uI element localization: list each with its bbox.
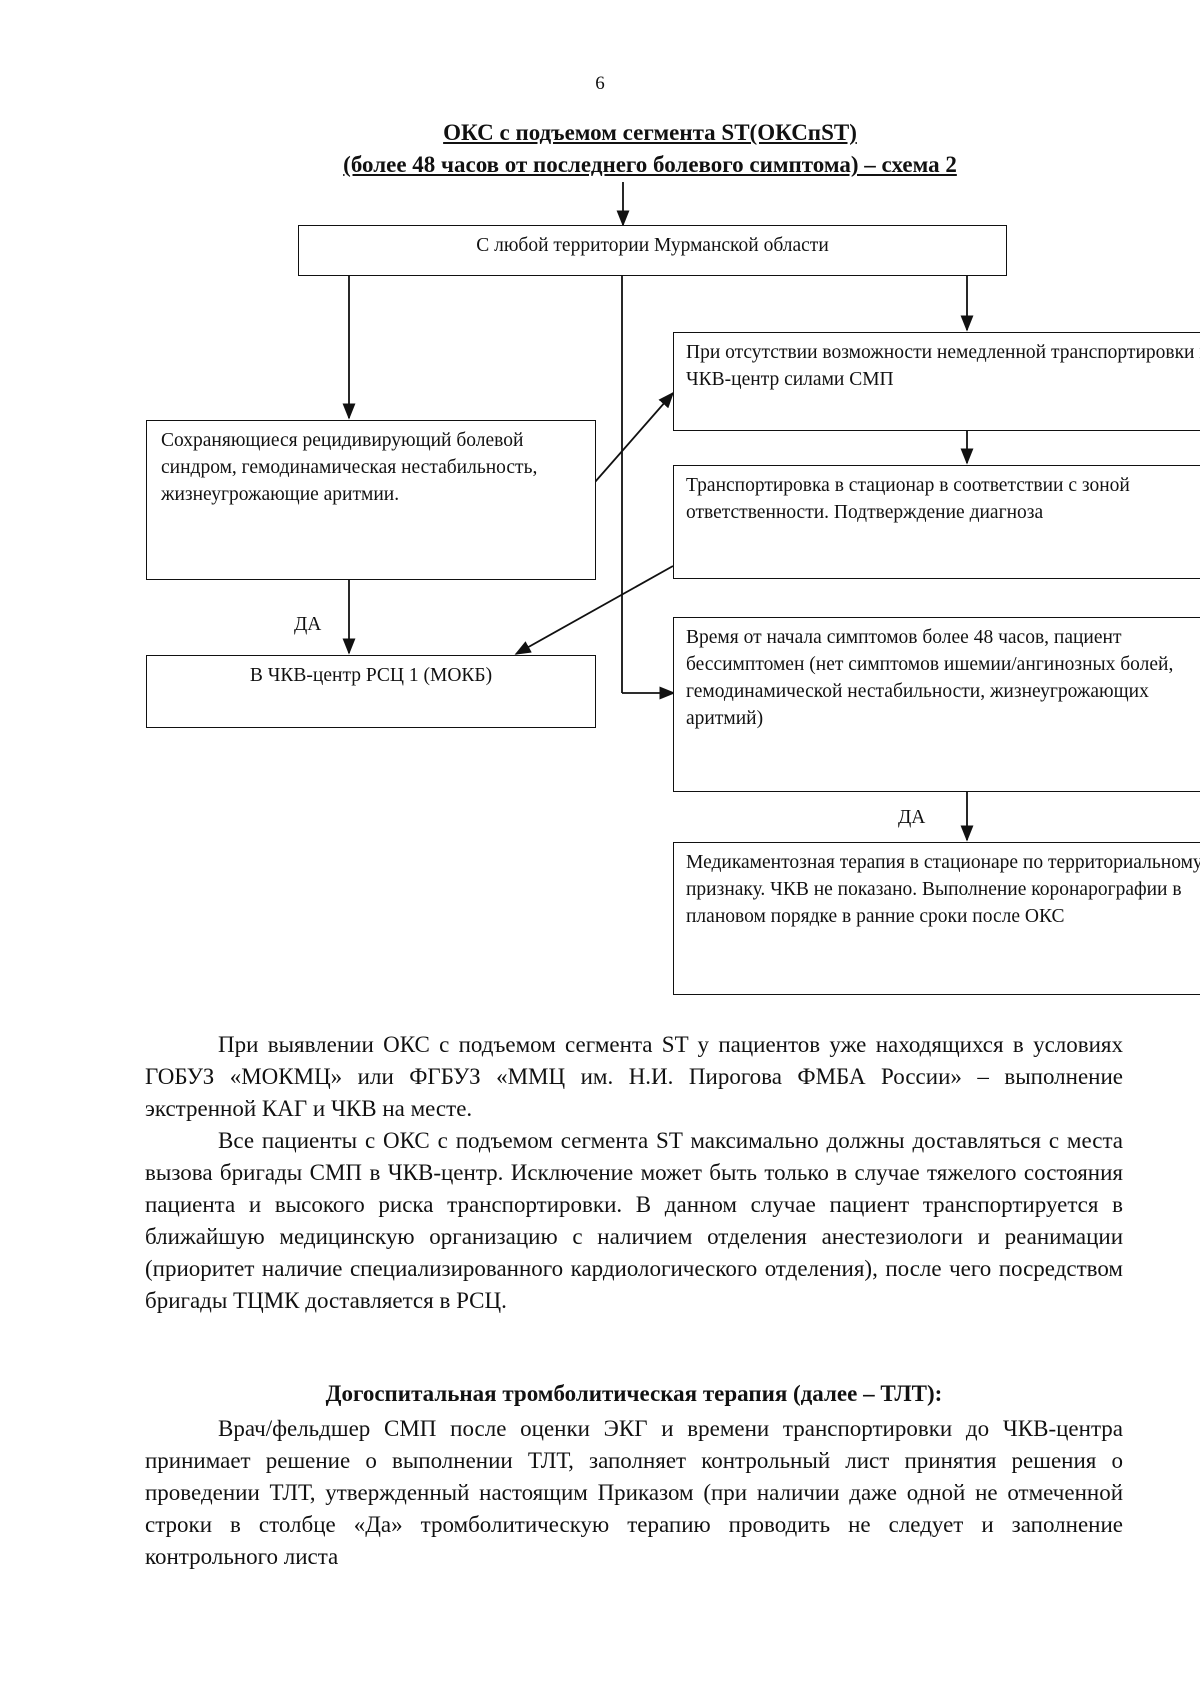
paragraph-1: При выявлении ОКС с подъемом сегмента ST… bbox=[145, 1032, 1123, 1121]
paragraph-2: Все пациенты с ОКС с подъемом сегмента S… bbox=[145, 1128, 1123, 1313]
box-any-territory: С любой территории Мурманской области bbox=[298, 225, 1007, 276]
section-paragraph: Врач/фельдшер СМП после оценки ЭКГ и вре… bbox=[145, 1416, 1123, 1569]
arrow-persisting-to-no-transport bbox=[594, 391, 675, 483]
box-transport-to-hospital: Транспортировка в стационар в соответств… bbox=[673, 465, 1200, 579]
box-pci-center: В ЧКВ-центр РСЦ 1 (МОКБ) bbox=[146, 655, 596, 728]
flowchart-title-line-1: ОКС с подъемом сегмента ST(ОКСпST) bbox=[443, 120, 857, 145]
body-paragraphs: При выявлении ОКС с подъемом сегмента ST… bbox=[145, 1029, 1123, 1317]
box-medication-therapy: Медикаментозная терапия в стационаре по … bbox=[673, 842, 1200, 995]
page-number: 6 bbox=[595, 73, 605, 94]
box-time-over-48h: Время от начала симптомов более 48 часов… bbox=[673, 617, 1200, 792]
box-persisting-pain: Сохраняющиеся рецидивирующий болевой син… bbox=[146, 420, 596, 580]
arrow-transport-to-pci bbox=[514, 565, 674, 655]
flowchart-arrows bbox=[342, 182, 974, 842]
flowchart-title-line-2: (более 48 часов от последнего болевого с… bbox=[343, 152, 957, 177]
yes-label-right: ДА bbox=[898, 807, 926, 828]
box-no-immediate-transport: При отсутствии возможности немедленной т… bbox=[673, 332, 1200, 431]
yes-label-left: ДА bbox=[294, 614, 322, 635]
section-heading-tlt: Догоспитальная тромболитическая терапия … bbox=[325, 1381, 943, 1406]
section-body: Врач/фельдшер СМП после оценки ЭКГ и вре… bbox=[145, 1413, 1123, 1573]
